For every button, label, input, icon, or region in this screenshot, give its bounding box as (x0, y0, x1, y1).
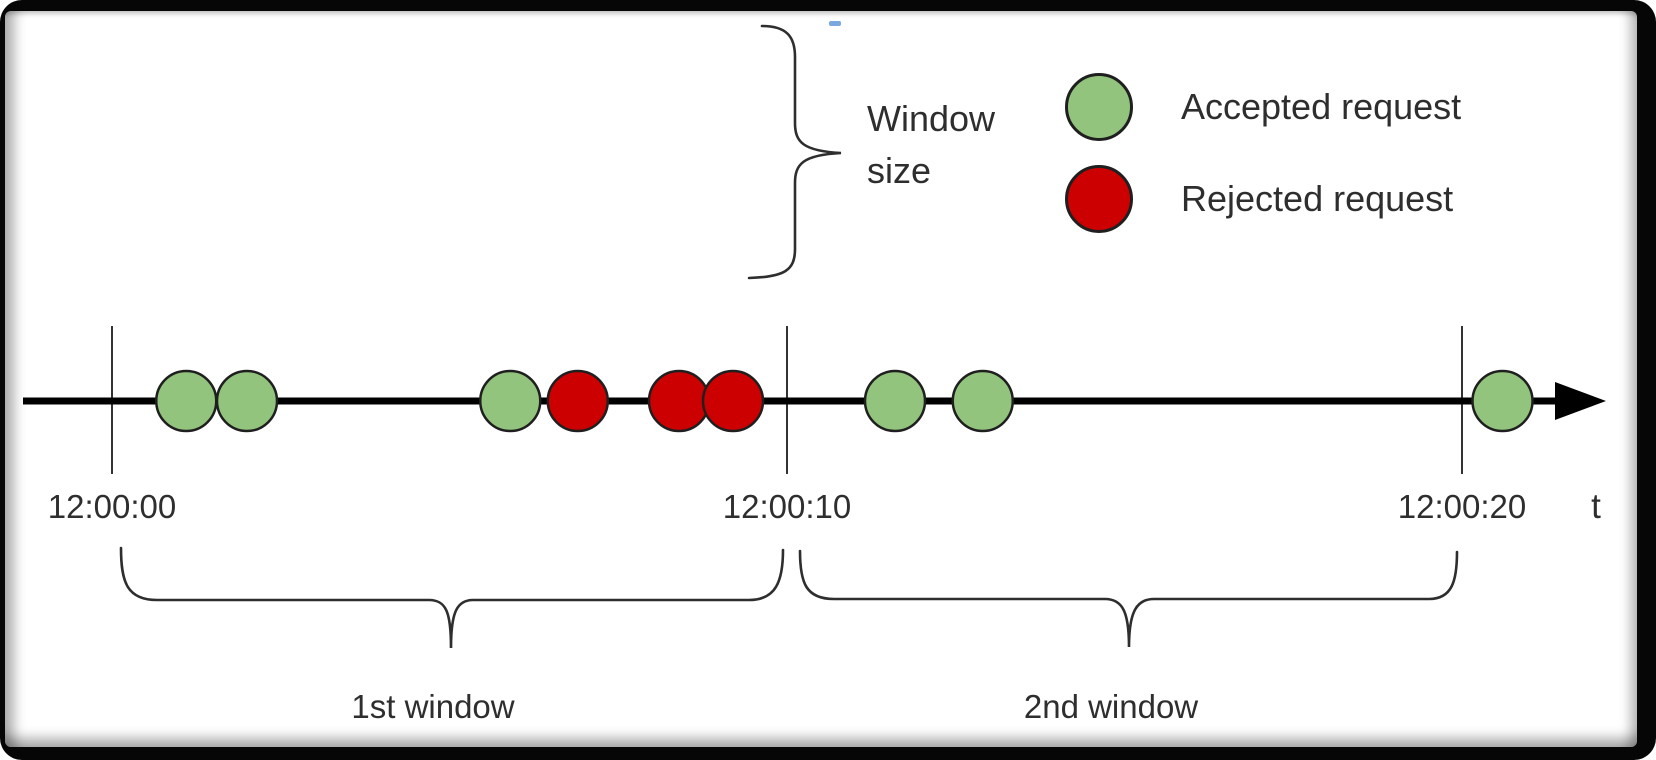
window-size-brace (747, 24, 842, 280)
rejected-request-swatch-icon (1065, 165, 1133, 233)
request-dot-accepted (1471, 369, 1534, 433)
request-dots-group (155, 369, 1534, 433)
second-window-label: 2nd window (1023, 688, 1199, 725)
diagram-canvas: Window size Accepted request Rejected re… (5, 11, 1637, 747)
request-dot-accepted (155, 369, 218, 433)
timeline-arrowhead-icon (1555, 382, 1606, 420)
accepted-request-swatch-icon (1065, 73, 1133, 141)
request-dot-rejected (647, 369, 711, 433)
request-dot-accepted (951, 369, 1014, 433)
request-dot-accepted (479, 369, 542, 433)
diagram-shapes (23, 24, 1606, 649)
request-dot-rejected (701, 369, 765, 433)
legend-item-rejected: Rejected request (1065, 165, 1454, 233)
window-size-label: Window size (867, 98, 996, 191)
request-dot-accepted (863, 369, 927, 433)
tick-label: 12:00:20 (1397, 488, 1527, 525)
tick-label: 12:00:00 (47, 488, 177, 525)
request-dot-accepted (215, 369, 279, 433)
second-window-brace (798, 549, 1459, 648)
legend-label-rejected: Rejected request (1181, 178, 1454, 219)
request-dot-rejected (546, 369, 609, 433)
blue-mark-artifact (829, 21, 841, 26)
tick-label: 12:00:10 (722, 488, 852, 525)
first-window-brace (119, 546, 785, 649)
legend-item-accepted: Accepted request (1065, 73, 1462, 141)
legend-label-accepted: Accepted request (1181, 86, 1462, 127)
time-axis-label: t (1591, 487, 1601, 526)
first-window-label: 1st window (351, 688, 515, 725)
